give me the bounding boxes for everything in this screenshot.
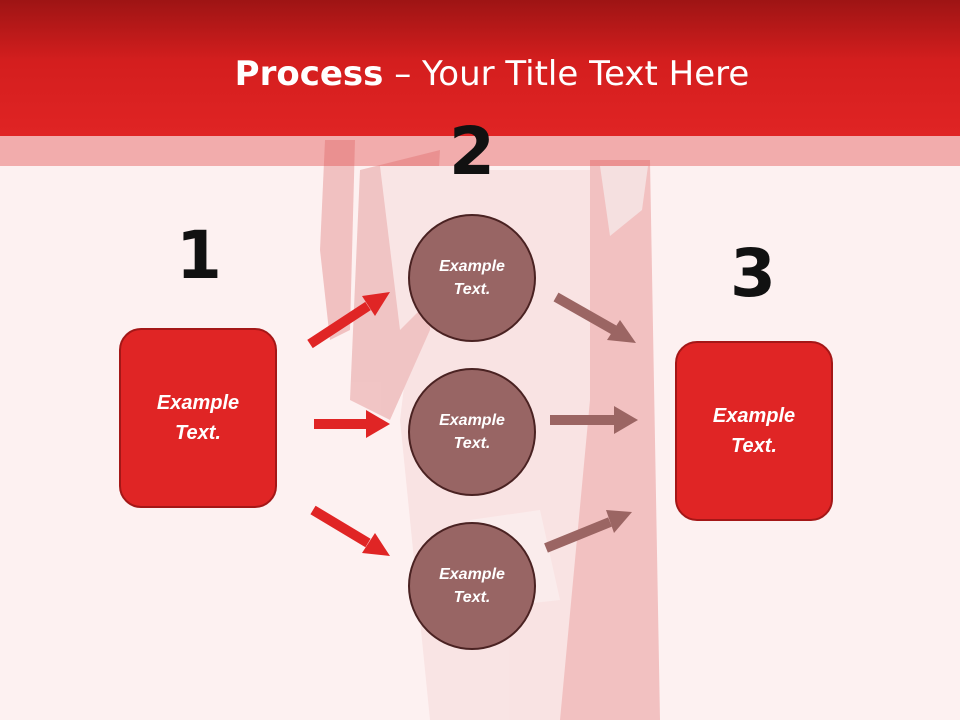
step-number-1: 1: [176, 217, 222, 294]
step-number-3: 3: [730, 235, 776, 312]
arrow-2-to-3-middle: [550, 406, 638, 434]
title-band: [0, 136, 960, 166]
slide-title: Process – Your Title Text Here: [0, 52, 960, 96]
title-bar: [0, 0, 960, 136]
arrow-1-to-2-bottom: [310, 505, 390, 556]
arrow-1-to-2-middle: [314, 410, 390, 438]
title-separator: –: [383, 54, 423, 94]
step-number-2: 2: [449, 113, 495, 190]
title-rest: Your Title Text Here: [422, 54, 750, 94]
arrow-1-to-2-top: [307, 292, 390, 349]
arrow-2-to-3-top: [553, 292, 636, 343]
title-bold: Process: [234, 54, 384, 94]
arrow-2-to-3-bottom: [544, 510, 632, 553]
